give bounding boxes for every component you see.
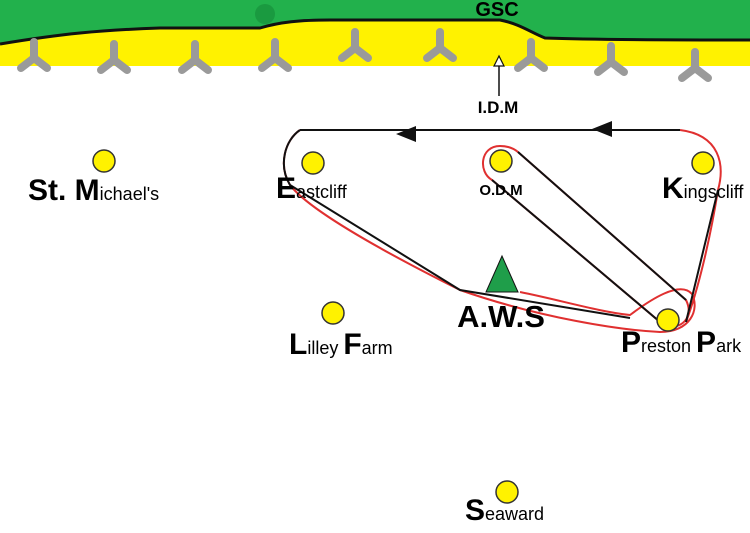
- turbine-icon: [594, 42, 628, 76]
- idm-label: I.D.M: [478, 98, 519, 117]
- loop-odm-inner: [491, 151, 687, 323]
- route-arrows: [396, 121, 612, 142]
- turbine-icon: [514, 38, 548, 72]
- town-dot: [691, 151, 715, 175]
- town-dot: [301, 151, 325, 175]
- coastline-edge: [0, 18, 750, 46]
- route-loops: [282, 129, 722, 334]
- town-label-lilley-farm: Lilley Farm: [289, 328, 393, 361]
- town-label-kingscliff: Kingscliff: [662, 172, 744, 205]
- tree-icon: [255, 4, 275, 24]
- arrow-left-icon: [592, 121, 612, 137]
- aws-marker: A.W.S: [457, 254, 545, 334]
- town-label-preston-park: Preston Park: [621, 326, 742, 359]
- town-dot: [321, 301, 345, 325]
- grass-area: [0, 0, 750, 44]
- town-dot: [495, 480, 519, 504]
- town-dots: [92, 149, 715, 504]
- town-dot: [656, 308, 680, 332]
- header-title: GSC: [475, 0, 518, 21]
- loop-east-outline: [282, 129, 696, 334]
- town-label-odm: O.D.M: [479, 182, 522, 199]
- arrow-up-icon: [493, 54, 505, 67]
- triangle-icon: [485, 254, 519, 293]
- loop-odm-outline: [482, 144, 690, 328]
- town-dot: [92, 149, 116, 173]
- idm-marker: I.D.M: [478, 54, 519, 131]
- turbine-icon: [17, 38, 51, 72]
- turbine-icon: [678, 48, 712, 82]
- turbine-icon: [423, 28, 457, 62]
- town-dot: [489, 149, 513, 173]
- town-label-seaward: Seaward: [465, 494, 544, 527]
- turbine-icon: [97, 40, 131, 74]
- loop-east-line: [282, 129, 631, 319]
- turbine-row: [17, 28, 712, 82]
- turbine-icon: [178, 40, 212, 74]
- arrow-left-icon: [396, 126, 416, 142]
- town-label-st-michaels: St. Michael's: [28, 174, 159, 207]
- turbine-icon: [258, 38, 292, 72]
- coastline: [0, 0, 750, 66]
- aws-label: A.W.S: [457, 299, 545, 334]
- town-label-eastcliff: Eastcliff: [276, 172, 348, 205]
- turbine-icon: [338, 28, 372, 62]
